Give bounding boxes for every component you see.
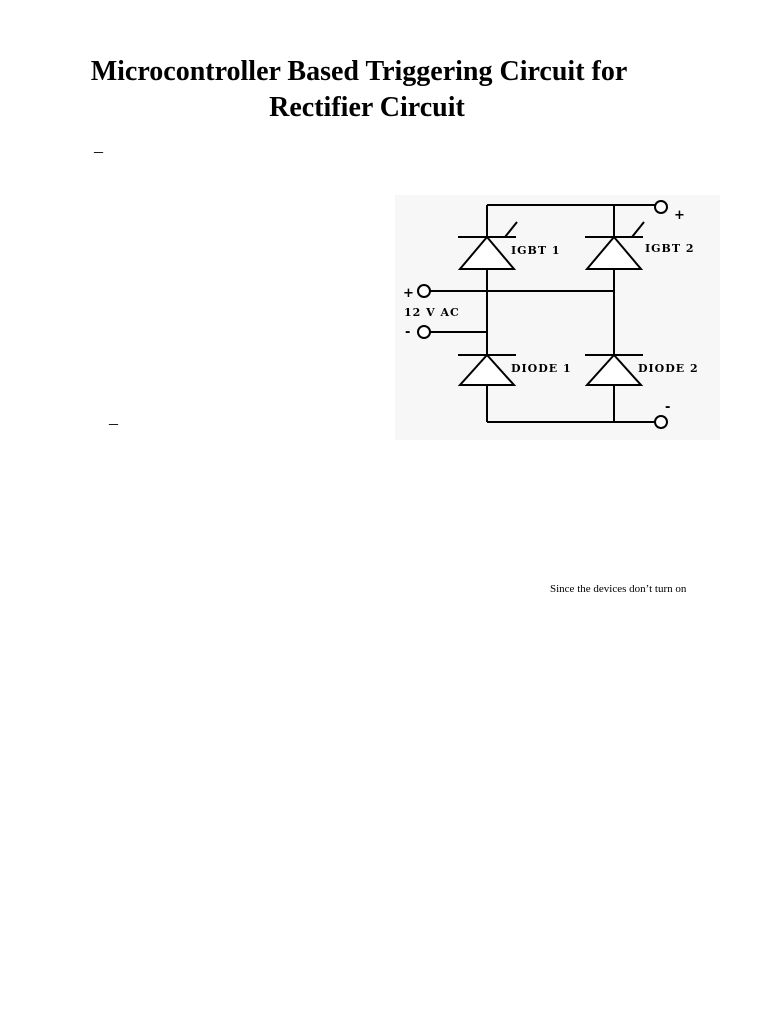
output-plus-sign: + xyxy=(674,208,685,223)
output-minus-sign: - xyxy=(665,400,670,415)
diode-2-symbol xyxy=(584,353,644,386)
diode-1-label: DIODE 1 xyxy=(511,362,572,375)
page-title: Microcontroller Based Triggering Circuit… xyxy=(0,54,768,126)
page-title-line-1: Microcontroller Based Triggering Circuit… xyxy=(90,56,628,87)
diagram-background xyxy=(395,195,720,440)
source-label: 12 V AC xyxy=(404,306,460,319)
diode-2-label: DIODE 2 xyxy=(638,362,699,375)
ac-negative-terminal xyxy=(417,325,431,339)
bullet-dash: – xyxy=(94,141,103,161)
body-text-fragment: Since the devices don’t turn on xyxy=(550,583,687,595)
igbt-2-symbol xyxy=(584,221,645,270)
igbt-1-symbol xyxy=(457,221,518,270)
bullet-dash: – xyxy=(109,413,118,433)
diode-1-symbol xyxy=(457,353,517,386)
source-minus-sign: - xyxy=(405,325,410,340)
circuit-schematic: IGBT 1 IGBT 2 DIODE 1 DIODE 2 12 V AC + … xyxy=(395,195,720,440)
igbt-1-label: IGBT 1 xyxy=(511,244,561,257)
source-plus-sign: + xyxy=(403,286,414,301)
igbt-2-label: IGBT 2 xyxy=(645,242,695,255)
ac-positive-terminal xyxy=(417,284,431,298)
rectifier-circuit-diagram: IGBT 1 IGBT 2 DIODE 1 DIODE 2 12 V AC + … xyxy=(395,195,720,440)
page-title-line-2: Rectifier Circuit xyxy=(269,92,465,123)
output-negative-terminal xyxy=(654,415,668,429)
output-positive-terminal xyxy=(654,200,668,214)
